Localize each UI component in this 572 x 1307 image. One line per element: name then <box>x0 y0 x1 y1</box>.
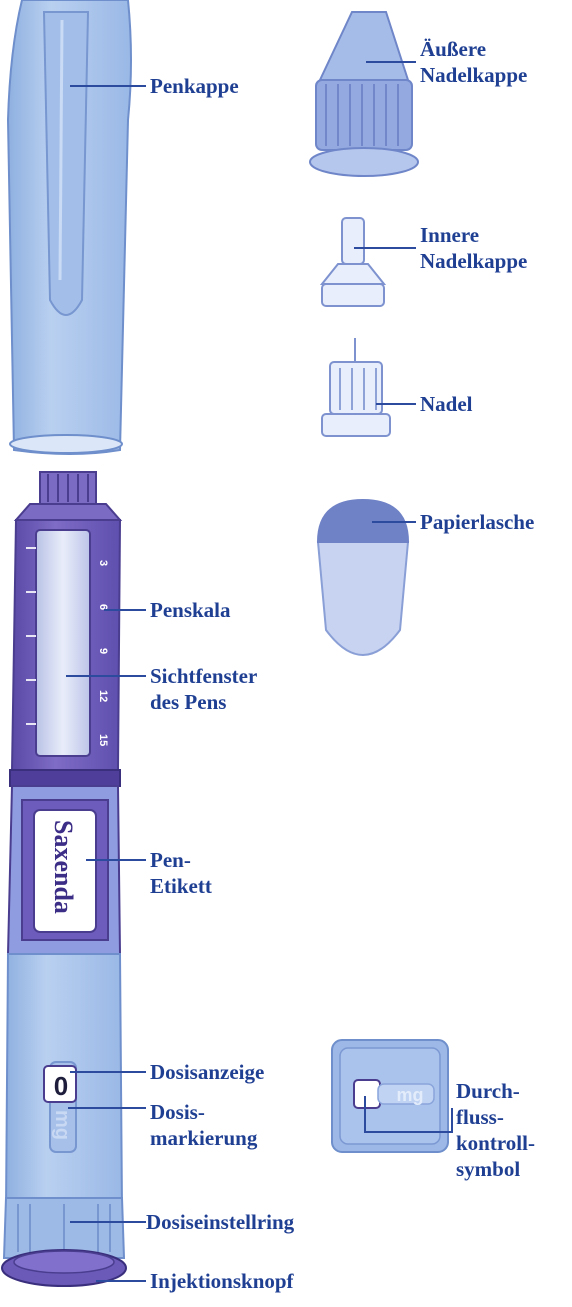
label-dose-button: Injektionsknopf <box>150 1268 294 1294</box>
label-pen-scale: Penskala <box>150 597 231 623</box>
pen-brand-name: Saxenda <box>49 820 78 914</box>
scale-mark: 9 <box>97 648 109 654</box>
scale-mark: 12 <box>97 690 109 702</box>
outer-needle-cap <box>310 12 418 176</box>
paper-tab <box>318 500 408 655</box>
label-pen-cap: Penkappe <box>150 73 239 99</box>
label-paper-tab: Papierlasche <box>420 509 534 535</box>
flow-check-detail-inset: mg <box>332 1040 448 1152</box>
detail-dose-unit: mg <box>397 1085 424 1105</box>
label-flow-check-symbol: Durch- fluss- kontroll- symbol <box>456 1078 535 1182</box>
needle <box>322 338 390 436</box>
dose-unit-mark: mg <box>51 1110 73 1140</box>
label-dose-selector: Dosiseinstellring <box>146 1209 294 1235</box>
scale-mark: 3 <box>97 560 109 566</box>
label-inner-needle-cap: Innere Nadelkappe <box>420 222 527 274</box>
label-needle: Nadel <box>420 391 473 417</box>
label-dose-counter: Dosisanzeige <box>150 1059 264 1085</box>
inner-needle-cap <box>322 218 384 306</box>
label-pen-window: Sichtfenster des Pens <box>150 663 257 715</box>
label-pen-label: Pen- Etikett <box>150 847 212 899</box>
pen-cap <box>8 0 131 454</box>
scale-mark: 15 <box>97 734 109 746</box>
dose-counter-value: 0 <box>54 1071 68 1101</box>
label-dose-pointer: Dosis- markierung <box>150 1099 257 1151</box>
label-outer-needle-cap: Äußere Nadelkappe <box>420 36 527 88</box>
